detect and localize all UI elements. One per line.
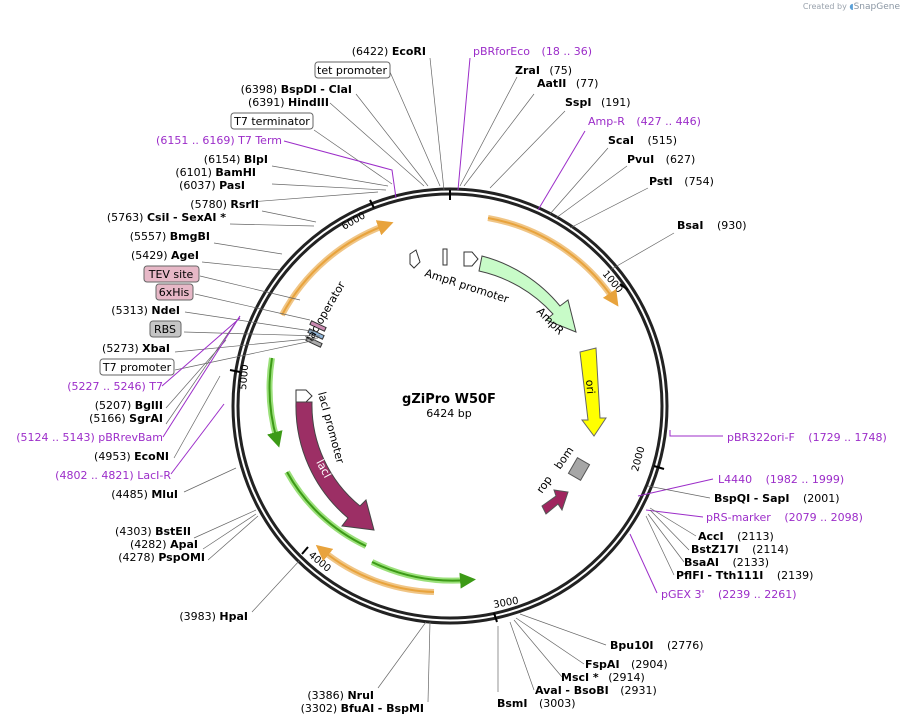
rop-label: rop <box>534 474 555 496</box>
site-bpu10i: Bpu10I (2776) <box>610 639 704 652</box>
primer-pbrrevbam: (5124 .. 5143) pBRrevBam <box>16 431 163 444</box>
site-bmgbi: (5557) BmgBI <box>130 230 210 243</box>
primer-t7: (5227 .. 5246) T7 <box>67 380 163 393</box>
plasmid-name: gZiPro W50F <box>402 392 496 407</box>
site-bsaai: BsaAI (2133) <box>684 556 769 569</box>
site-ndei: (5313) NdeI <box>111 304 180 317</box>
laci-feature[interactable] <box>295 401 375 531</box>
tick-5000: 5000 <box>238 364 251 390</box>
site-bsai: BsaI (930) <box>677 219 747 232</box>
feature-tet-promoter: tet promoter <box>317 64 387 77</box>
primer-amp-r: Amp-R (427 .. 446) <box>588 115 701 128</box>
lac-operator-label: lac operator <box>303 279 348 344</box>
laci-promoter-feature[interactable] <box>295 389 313 403</box>
site-aatii: AatII (77) <box>537 77 598 90</box>
site-blpi: (6154) BlpI <box>204 153 268 166</box>
tick-3000: 3000 <box>493 596 520 611</box>
credit-prefix: Created by <box>802 2 847 11</box>
snapgene-logo-icon: ◖ <box>849 2 854 11</box>
feature-tev-site: TEV site <box>148 268 194 281</box>
feature-t7-terminator: T7 terminator <box>233 115 310 128</box>
site-hpai: (3983) HpaI <box>179 610 248 623</box>
leader-lines-right <box>459 76 711 692</box>
orange-arc-top-right <box>487 215 617 302</box>
site-bglii: (5207) BglII <box>95 399 163 412</box>
right-labels: pBRforEco (18 .. 36) ZraI (75) AatII (77… <box>473 45 887 710</box>
site-econi: (4953) EcoNI <box>94 450 169 463</box>
site-csii: (5763) CsiI - SexAI * <box>107 211 226 224</box>
tick-6000: 6000 <box>340 210 368 232</box>
tick-marks <box>229 190 665 623</box>
site-rsrii: (5780) RsrII <box>190 198 259 211</box>
primer-laci-r: (4802 .. 4821) LacI-R <box>55 469 171 482</box>
leader-lines-left <box>165 57 445 703</box>
feature-t7-promoter: T7 promoter <box>102 361 172 374</box>
primer-pgex-3: pGEX 3' (2239 .. 2261) <box>661 588 797 601</box>
site-mlui: (4485) MluI <box>111 488 178 501</box>
primer-prs-marker: pRS-marker (2079 .. 2098) <box>706 511 863 524</box>
site-hindiii: (6391) HindIII <box>248 96 329 109</box>
site-bfuai: (3302) BfuAI - BspMI <box>301 702 424 715</box>
site-pflfi: PflFI - Tth111I (2139) <box>676 569 813 582</box>
primer-lines <box>161 57 723 594</box>
site-bsmi: BsmI (3003) <box>497 697 576 710</box>
site-bsteii: (4303) BstEII <box>115 525 191 538</box>
site-sspi: SspI (191) <box>565 96 631 109</box>
site-nrui: (3386) NruI <box>307 689 374 702</box>
site-pasi: (6037) PasI <box>179 179 245 192</box>
ori-feature[interactable] <box>579 347 607 437</box>
site-scai: ScaI (515) <box>608 134 677 147</box>
site-fspai: FspAI (2904) <box>585 658 668 671</box>
rop-feature[interactable] <box>541 489 569 515</box>
primer-pbr322ori-f: pBR322ori-F (1729 .. 1748) <box>727 431 887 444</box>
site-xbai: (5273) XbaI <box>102 342 170 355</box>
site-ecori: (6422) EcoRI <box>352 45 426 58</box>
credit-brand: SnapGene <box>853 2 900 12</box>
site-zrai: ZraI (75) <box>515 64 572 77</box>
site-bamhi: (6101) BamHI <box>175 166 256 179</box>
site-bspqi: BspQI - SapI (2001) <box>714 492 840 505</box>
site-acci: AccI (2113) <box>698 530 774 543</box>
site-msci: MscI * (2914) <box>561 671 645 684</box>
site-bspdi: (6398) BspDI - ClaI <box>241 83 352 96</box>
bom-feature[interactable] <box>567 457 591 481</box>
ori-label: ori <box>583 379 597 394</box>
site-pvui: PvuI (627) <box>627 153 695 166</box>
site-pspomi: (4278) PspOMI <box>118 551 205 564</box>
site-psti: PstI (754) <box>649 175 714 188</box>
feature-arcs <box>266 215 619 595</box>
snapgene-credit: Created by ◖SnapGene <box>803 2 900 12</box>
site-sgrai: (5166) SgrAI <box>89 412 163 425</box>
tick-2000: 2000 <box>630 445 647 472</box>
site-apai: (4282) ApaI <box>130 538 198 551</box>
feature-6xhis: 6xHis <box>159 286 190 299</box>
site-agei: (5429) AgeI <box>131 249 199 262</box>
primer-pbrforeco: pBRforEco (18 .. 36) <box>473 45 592 58</box>
primer-t7-term: (6151 .. 6169) T7 Term <box>156 134 282 147</box>
left-labels: (6422) EcoRI tet promoter (6398) BspDI -… <box>16 45 426 715</box>
primer-l4440: L4440 (1982 .. 1999) <box>718 473 844 486</box>
small-features-top <box>409 248 448 269</box>
site-bstz17i: BstZ17I (2114) <box>691 543 789 556</box>
feature-rbs: RBS <box>154 323 176 336</box>
plasmid-length: 6424 bp <box>426 407 471 420</box>
site-avai: AvaI - BsoBI (2931) <box>535 684 657 697</box>
ampr-feature[interactable] <box>463 251 577 333</box>
